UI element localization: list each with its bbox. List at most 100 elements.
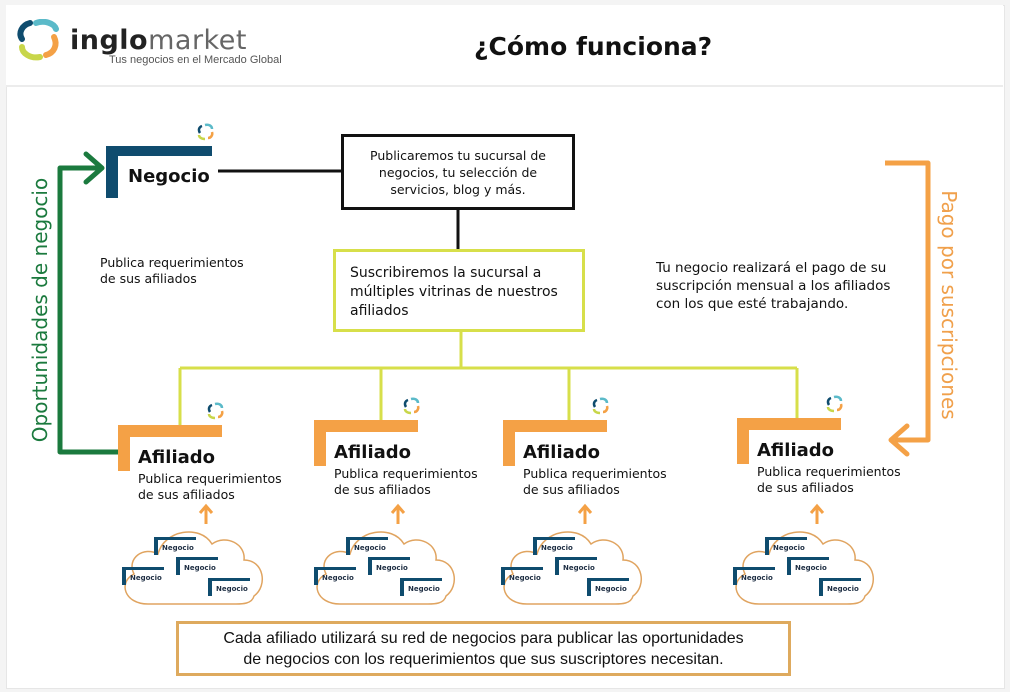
page-title: ¿Cómo funciona? xyxy=(474,32,713,61)
affiliate-description-line: Publica requerimientos xyxy=(523,466,667,481)
payment-note: Tu negocio realizará el pago de su suscr… xyxy=(656,259,890,313)
affiliate-description-line: de sus afiliados xyxy=(334,482,431,497)
affiliate-small-logo-icon xyxy=(592,397,609,415)
subscribe-box-text: Suscribiremos la sucursal a múltiples vi… xyxy=(350,265,558,319)
opportunities-arrowhead-icon xyxy=(83,151,105,185)
cloud-shape xyxy=(124,531,264,605)
cloud-negocio-label: Negocio xyxy=(541,544,573,552)
cloud-negocio-corner xyxy=(765,537,807,555)
cloud-negocio-corner xyxy=(176,557,218,575)
opportunities-label-text: Oportunidades de negocio xyxy=(28,177,52,443)
cloud-negocio-corner xyxy=(368,557,410,575)
affiliate-corner-shape xyxy=(314,420,418,466)
inglomarket-logo-icon xyxy=(17,19,59,61)
affiliate-label: Afiliado xyxy=(334,442,412,463)
bottom-summary-line: de negocios con los requerimientos que s… xyxy=(243,651,724,668)
brand-part1: inglo xyxy=(70,25,149,56)
payment-note-line: suscripción mensual a los afiliados xyxy=(656,278,891,294)
cloud-negocio-corner xyxy=(733,567,775,585)
affiliate-tree-lines xyxy=(178,332,799,425)
cloud-negocio-label: Negocio xyxy=(130,574,162,582)
cloud-shape xyxy=(735,531,875,605)
opportunities-label: Oportunidades de negocio xyxy=(25,170,55,450)
cloud-negocio-label: Negocio xyxy=(773,544,805,552)
publish-box: Publicaremos tu sucursal de negocios, tu… xyxy=(341,134,575,210)
cloud-negocio-corner xyxy=(314,567,356,585)
cloud-negocio-label: Negocio xyxy=(354,544,386,552)
negocio-label: Negocio xyxy=(128,166,210,187)
cloud-negocio-corner xyxy=(346,537,388,555)
negocio-small-logo-icon xyxy=(197,123,214,141)
affiliate-small-logo-icon xyxy=(403,397,420,415)
payment-label: Pago por suscripciones xyxy=(934,180,964,430)
header: inglomarket Tus negocios en el Mercado G… xyxy=(6,5,1003,87)
affiliate-description-line: de sus afiliados xyxy=(757,480,854,495)
up-arrow-icon xyxy=(577,503,593,524)
payment-note-line: con los que esté trabajando. xyxy=(656,296,849,312)
affiliate-corner-shape xyxy=(118,425,222,471)
cloud-negocio-corner xyxy=(154,537,196,555)
subscribe-box: Suscribiremos la sucursal a múltiples vi… xyxy=(333,249,585,332)
cloud-negocio-corner xyxy=(787,557,829,575)
affiliate-description-line: Publica requerimientos xyxy=(138,471,282,486)
cloud-negocio-corner xyxy=(400,578,442,596)
up-arrow-icon xyxy=(198,503,214,524)
cloud-negocio-label: Negocio xyxy=(162,544,194,552)
bottom-summary-box: Cada afiliado utilizará su red de negoci… xyxy=(176,621,791,676)
bottom-summary-line: Cada afiliado utilizará su red de negoci… xyxy=(223,630,744,647)
brand-tagline: Tus negocios en el Mercado Global xyxy=(109,54,282,66)
payment-arrow xyxy=(885,160,931,443)
cloud-negocio-label: Negocio xyxy=(595,585,627,593)
brand-name: inglomarket xyxy=(70,25,247,56)
affiliate-label: Afiliado xyxy=(523,442,601,463)
affiliate-description-line: de sus afiliados xyxy=(138,487,235,502)
publish-box-text: Publicaremos tu sucursal de negocios, tu… xyxy=(370,147,546,197)
cloud-negocio-corner xyxy=(501,567,543,585)
opportunities-arrow xyxy=(57,165,118,455)
negocio-corner-shape xyxy=(106,146,212,198)
cloud-negocio-corner xyxy=(208,578,250,596)
payment-label-text: Pago por suscripciones xyxy=(937,190,961,420)
cloud-shape xyxy=(503,531,643,605)
cloud-negocio-corner xyxy=(587,578,629,596)
affiliate-label: Afiliado xyxy=(757,440,835,461)
affiliate-description-line: Publica requerimientos xyxy=(334,466,478,481)
cloud-negocio-label: Negocio xyxy=(376,564,408,572)
cloud-negocio-corner xyxy=(819,578,861,596)
negocio-description-line: de sus afiliados xyxy=(100,271,197,286)
cloud-negocio-label: Negocio xyxy=(509,574,541,582)
cloud-negocio-label: Negocio xyxy=(741,574,773,582)
cloud-negocio-label: Negocio xyxy=(216,585,248,593)
brand-part2: market xyxy=(148,25,247,56)
affiliate-corner-shape xyxy=(737,418,841,464)
cloud-negocio-label: Negocio xyxy=(827,585,859,593)
cloud-negocio-label: Negocio xyxy=(184,564,216,572)
affiliate-small-logo-icon xyxy=(207,402,224,420)
cloud-negocio-label: Negocio xyxy=(408,585,440,593)
affiliate-description-line: Publica requerimientos xyxy=(757,464,901,479)
affiliate-corner-shape xyxy=(503,420,607,466)
cloud-negocio-corner xyxy=(533,537,575,555)
up-arrow-icon xyxy=(390,503,406,524)
affiliate-label: Afiliado xyxy=(138,447,216,468)
up-arrow-icon xyxy=(809,503,825,524)
cloud-shape xyxy=(316,531,456,605)
cloud-negocio-corner xyxy=(122,567,164,585)
cloud-negocio-corner xyxy=(555,557,597,575)
cloud-negocio-label: Negocio xyxy=(563,564,595,572)
cloud-negocio-label: Negocio xyxy=(795,564,827,572)
negocio-description: Publica requerimientos de sus afiliados xyxy=(100,255,244,287)
cloud-negocio-label: Negocio xyxy=(322,574,354,582)
payment-arrowhead-icon xyxy=(888,423,910,457)
affiliate-description-line: de sus afiliados xyxy=(523,482,620,497)
payment-note-line: Tu negocio realizará el pago de su xyxy=(656,260,887,276)
